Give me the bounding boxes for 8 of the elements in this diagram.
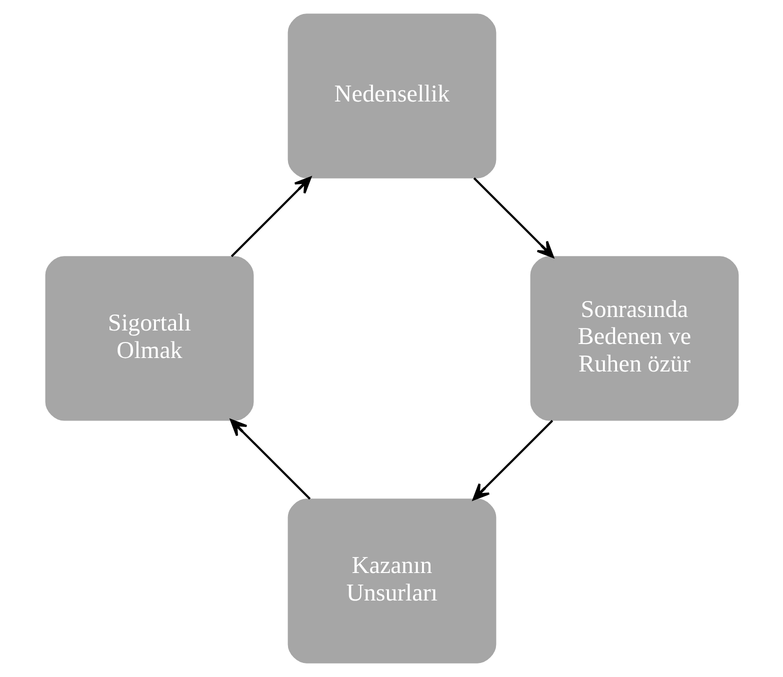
arrow [230,176,311,258]
arrow [230,419,310,500]
arrow [472,177,554,258]
node-box: Kazanın Unsurları [287,498,496,664]
node-box: Sonrasında Bedenen ve Ruhen özür [530,256,738,421]
arrow [472,420,553,500]
node-box: Sigortalı Olmak [44,256,254,421]
node-box: Nedensellik [287,14,496,178]
